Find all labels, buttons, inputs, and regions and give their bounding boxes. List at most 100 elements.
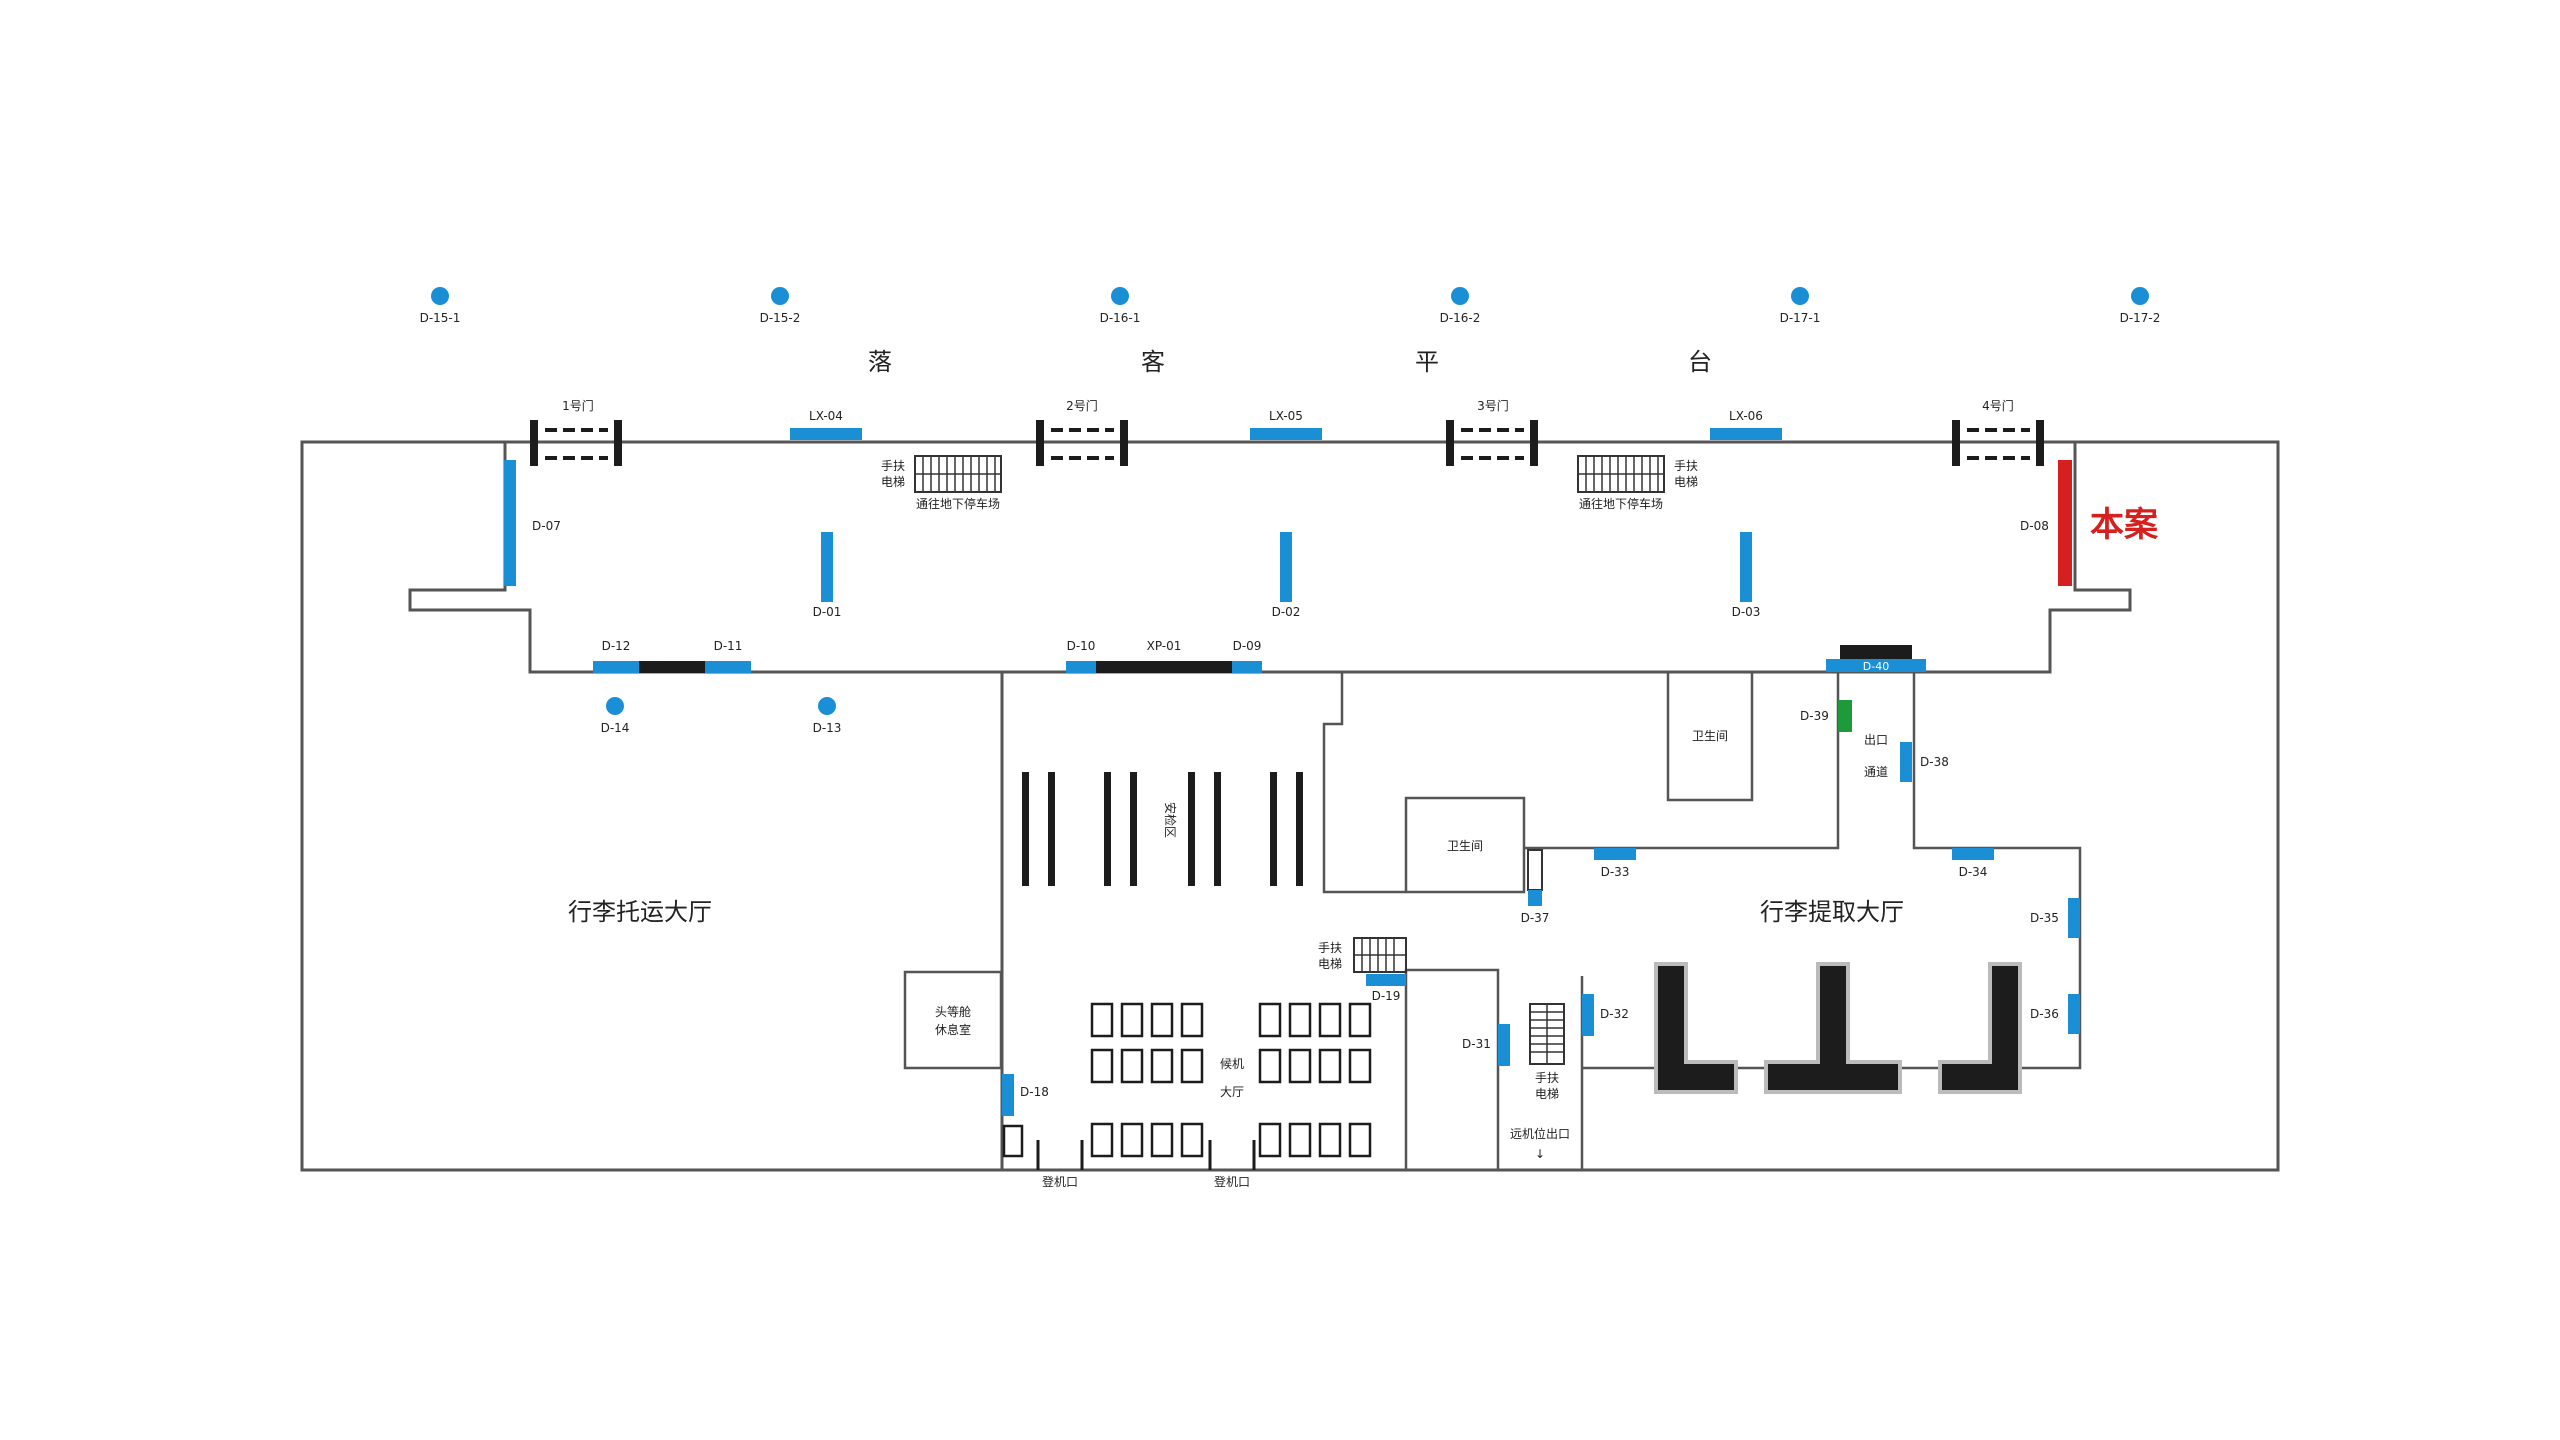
sign-lx06[interactable]: [1710, 428, 1782, 440]
sign-d08-highlight[interactable]: [2058, 460, 2072, 586]
concourse-signs: D-07 D-01 D-02 D-03 D-08 本案: [504, 460, 2159, 619]
sign-d18[interactable]: [1002, 1074, 1014, 1116]
point-d14[interactable]: [606, 697, 624, 715]
sign-d36[interactable]: [2068, 994, 2080, 1034]
baggage-claim-walls: [1404, 672, 2082, 1172]
sign-lx05[interactable]: [1250, 428, 1322, 440]
point-d13[interactable]: [818, 697, 836, 715]
carousel-3: [1938, 962, 2022, 1094]
sign-lx06-label: LX-06: [1729, 409, 1763, 423]
top-signs: LX-04 LX-05 LX-06: [790, 409, 1782, 440]
exit-passage-label2: 通道: [1864, 765, 1888, 779]
sign-d09[interactable]: [1232, 661, 1262, 673]
point-d17-1[interactable]: [1791, 287, 1809, 305]
platform-points: D-15-1 D-15-2 D-16-1 D-16-2 D-17-1 D-17-…: [420, 287, 2161, 325]
point-d17-2-label: D-17-2: [2120, 311, 2161, 325]
sign-d32[interactable]: [1582, 994, 1594, 1036]
highlight-label: 本案: [2090, 505, 2159, 545]
escalator-mid: 手扶 电梯: [1318, 937, 1407, 973]
boarding-gate-2-label: 登机口: [1214, 1174, 1250, 1189]
sign-d02-label: D-02: [1272, 605, 1301, 619]
sign-d35[interactable]: [2068, 898, 2080, 938]
sign-xp01[interactable]: [1096, 661, 1232, 673]
point-d16-1[interactable]: [1111, 287, 1129, 305]
escalator-mid-label2: 电梯: [1318, 957, 1342, 971]
waiting-hall-label1: 候机: [1220, 1057, 1244, 1071]
sign-d34-label: D-34: [1959, 865, 1988, 879]
baggage-carousels: [1654, 962, 2022, 1094]
checkin-hall-label: 行李托运大厅: [568, 898, 712, 926]
sign-d11[interactable]: [705, 661, 751, 673]
security-area: 安检区: [1022, 672, 1406, 894]
gate-1-label: 1号门: [562, 398, 594, 413]
gate-1[interactable]: 1号门: [530, 398, 622, 466]
sign-d18-label: D-18: [1020, 1085, 1049, 1099]
point-d15-2-label: D-15-2: [760, 311, 801, 325]
waiting-hall-seats: [1002, 1002, 1372, 1158]
point-d17-2[interactable]: [2131, 287, 2149, 305]
sign-lx05-label: LX-05: [1269, 409, 1303, 423]
sign-xp01-label: XP-01: [1147, 639, 1182, 653]
restroom-upper: 卫生间: [1666, 670, 1754, 802]
gate-4[interactable]: 4号门: [1952, 398, 2044, 466]
boarding-gates: 登机口 登机口: [1036, 1140, 1256, 1189]
exit-passage: 出口 通道: [1864, 733, 1888, 779]
escalator-upper-right: 手扶 电梯 通往地下停车场: [1577, 455, 1698, 511]
sign-d33[interactable]: [1594, 848, 1636, 860]
escalator-mid-label1: 手扶: [1318, 940, 1342, 955]
sign-d39-green[interactable]: [1838, 700, 1852, 732]
gate-2[interactable]: 2号门: [1036, 398, 1128, 466]
sign-d40[interactable]: [1826, 659, 1926, 672]
point-d15-2[interactable]: [771, 287, 789, 305]
sign-d40-label: D-40: [1863, 660, 1889, 673]
sign-d37[interactable]: [1528, 890, 1542, 906]
sign-d19-label: D-19: [1372, 989, 1401, 1003]
sign-d10-label: D-10: [1067, 639, 1096, 653]
escalator-ul-label1: 手扶: [881, 458, 905, 473]
sign-d10[interactable]: [1066, 661, 1096, 673]
sign-d31-label: D-31: [1462, 1037, 1491, 1051]
sign-d11-label: D-11: [714, 639, 743, 653]
carousel-1: [1654, 962, 1738, 1094]
gate-4-label: 4号门: [1982, 398, 2014, 413]
door-right[interactable]: [1840, 645, 1912, 659]
sign-lx04[interactable]: [790, 428, 862, 440]
escalator-low: 手扶 电梯: [1529, 1003, 1565, 1101]
security-label: 安检区: [1163, 802, 1178, 838]
sign-d07[interactable]: [504, 460, 516, 586]
door-d37[interactable]: [1527, 849, 1543, 891]
point-d16-2[interactable]: [1451, 287, 1469, 305]
escalator-upper-left: 手扶 电梯 通往地下停车场: [881, 455, 1002, 511]
sign-d02[interactable]: [1280, 532, 1292, 602]
sign-d36-label: D-36: [2030, 1007, 2059, 1021]
sign-d37-label: D-37: [1521, 911, 1550, 925]
sign-d31[interactable]: [1498, 1024, 1510, 1066]
boarding-gate-1-label: 登机口: [1042, 1174, 1078, 1189]
point-d14-label: D-14: [601, 721, 630, 735]
door-left[interactable]: [639, 661, 705, 673]
escalator-ur-label1: 手扶: [1674, 458, 1698, 473]
vip-room-label1: 头等舱: [935, 1005, 971, 1019]
sign-d09-label: D-09: [1233, 639, 1262, 653]
sign-d03[interactable]: [1740, 532, 1752, 602]
sign-d38-label: D-38: [1920, 755, 1949, 769]
vip-room: 头等舱 休息室: [903, 970, 1003, 1070]
sign-d12[interactable]: [593, 661, 639, 673]
sign-d34[interactable]: [1952, 848, 1994, 860]
gates: 1号门 2号门 3号门 4号门: [530, 398, 2044, 466]
escalator-ul-caption: 通往地下停车场: [916, 496, 1000, 511]
point-d16-1-label: D-16-1: [1100, 311, 1141, 325]
sign-d03-label: D-03: [1732, 605, 1761, 619]
sign-d01[interactable]: [821, 532, 833, 602]
gate-3[interactable]: 3号门: [1446, 398, 1538, 466]
sign-d32-label: D-32: [1600, 1007, 1629, 1021]
point-d16-2-label: D-16-2: [1440, 311, 1481, 325]
arrival-exit-arrow: ↓: [1535, 1147, 1545, 1161]
sign-d38[interactable]: [1900, 742, 1912, 782]
escalator-ur-label2: 电梯: [1674, 475, 1698, 489]
sign-d19[interactable]: [1366, 974, 1406, 986]
point-d15-1[interactable]: [431, 287, 449, 305]
sign-lx04-label: LX-04: [809, 409, 843, 423]
carousel-2: [1764, 962, 1902, 1094]
